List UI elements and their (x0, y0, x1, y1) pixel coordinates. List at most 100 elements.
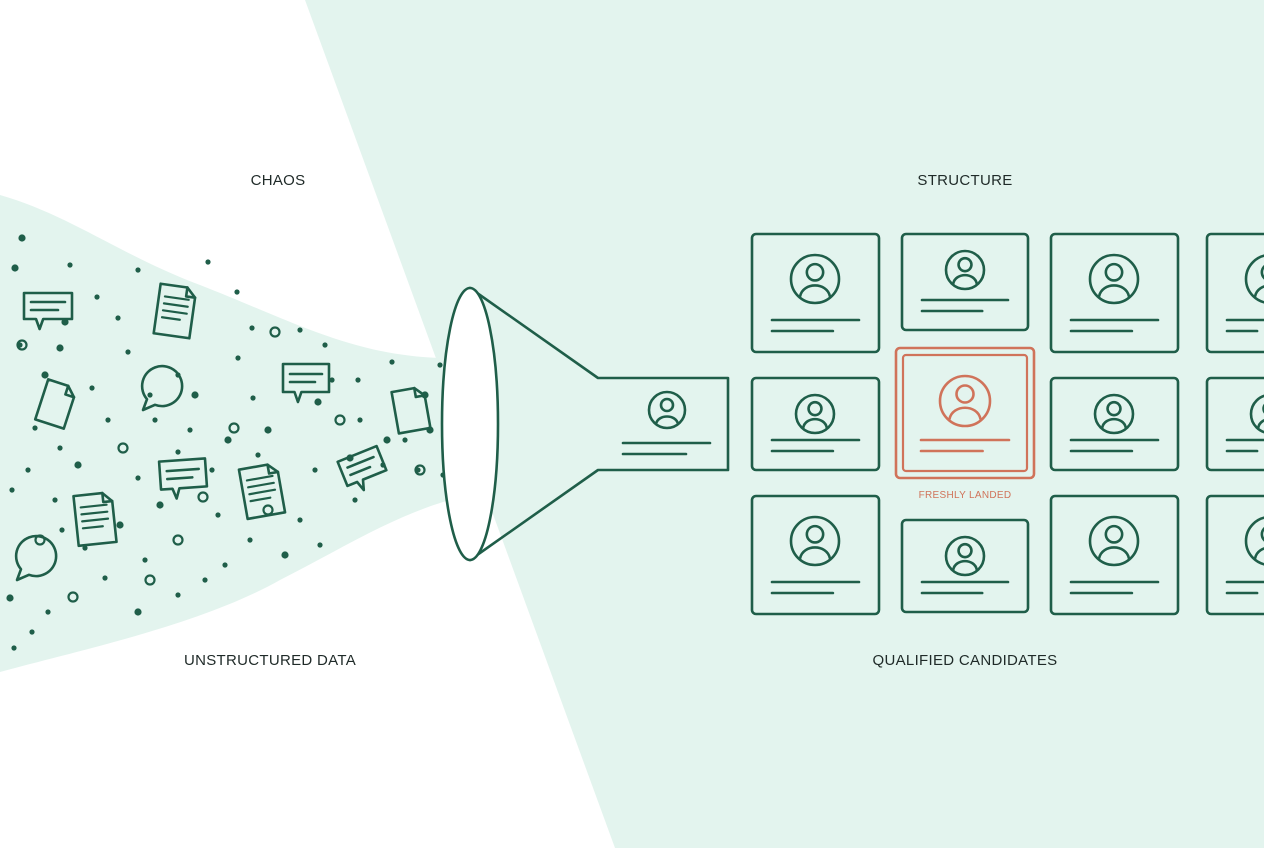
document-fold (184, 286, 197, 299)
data-dot (224, 436, 232, 444)
data-dot (215, 512, 221, 518)
card-frame (1205, 232, 1264, 354)
candidate-card (750, 232, 881, 354)
card-frame (750, 494, 881, 616)
avatar-head (1104, 262, 1124, 282)
data-dot (116, 521, 124, 529)
avatar-ring (1244, 516, 1264, 566)
avatar-head (1260, 264, 1264, 280)
candidate-grid (750, 232, 1264, 616)
data-ring (117, 442, 129, 454)
data-dot (281, 551, 289, 559)
data-dot (297, 327, 303, 333)
avatar-head (659, 397, 675, 413)
bubble-outline (281, 362, 331, 404)
avatar-ring (944, 535, 986, 577)
data-dot (202, 577, 208, 583)
structure-background (305, 0, 1264, 848)
speech-bubble-icon (336, 444, 388, 492)
data-dot (134, 608, 142, 616)
candidate-card (750, 494, 881, 616)
data-ring (334, 414, 346, 426)
avatar-head (805, 524, 825, 544)
data-ring (144, 574, 156, 586)
data-dot (125, 349, 131, 355)
avatar-ring (1244, 254, 1264, 304)
avatar-ring (1088, 253, 1140, 305)
bubble-outline (336, 444, 388, 492)
data-dot (18, 234, 26, 242)
freshly-landed-label: FRESHLY LANDED (919, 490, 1012, 501)
data-dot (29, 629, 35, 635)
document-fold (101, 491, 114, 504)
user-avatar-icon (1244, 254, 1264, 304)
document-line (161, 309, 188, 315)
avatar-head (1106, 400, 1122, 417)
data-dot (41, 371, 49, 379)
avatar-ring (938, 374, 992, 428)
candidate-card (750, 376, 881, 472)
data-dot (247, 537, 253, 543)
document-icon (390, 386, 432, 435)
user-avatar-icon (1088, 515, 1140, 567)
avatar-shoulders (801, 417, 829, 429)
user-avatar-icon (1088, 253, 1140, 305)
document-outline (33, 378, 76, 430)
data-dot (32, 425, 38, 431)
data-dot (105, 417, 111, 423)
data-dot (59, 527, 65, 533)
funnel-output-card (621, 390, 712, 456)
candidate-card (1205, 232, 1264, 354)
avatar-ring (794, 393, 836, 435)
data-dot (249, 325, 255, 331)
avatar-head (955, 384, 975, 404)
section-labels: CHAOS STRUCTURE UNSTRUCTURED DATA QUALIF… (184, 172, 1057, 669)
card-frame (900, 518, 1030, 614)
user-avatar-icon (1244, 516, 1264, 566)
bubble-outline (157, 457, 209, 500)
data-dot (250, 395, 256, 401)
avatar-shoulders (1253, 547, 1264, 560)
avatar-ring (1088, 515, 1140, 567)
data-dot (222, 562, 228, 568)
data-dot (135, 267, 141, 273)
chaos-label: CHAOS (251, 172, 306, 189)
qualified-candidates-label: QUALIFIED CANDIDATES (873, 652, 1058, 669)
avatar-shoulders (1100, 417, 1128, 429)
card-frame (1205, 494, 1264, 616)
avatar-shoulders (654, 415, 680, 426)
data-dot (57, 445, 63, 451)
avatar-head (1104, 524, 1124, 544)
bubble-line (166, 476, 194, 481)
data-dot (94, 294, 100, 300)
user-avatar-icon (789, 253, 841, 305)
avatar-ring (1093, 393, 1135, 435)
document-fold (266, 463, 280, 475)
data-dot (389, 359, 395, 365)
data-dot (9, 487, 15, 493)
data-dot (6, 594, 14, 602)
data-dot (11, 264, 19, 272)
data-dot (352, 497, 358, 503)
data-dot (322, 342, 328, 348)
document-line (81, 517, 110, 523)
unstructured-data-label: UNSTRUCTURED DATA (184, 652, 356, 669)
document-fold (412, 386, 426, 399)
avatar-shoulders (798, 546, 832, 560)
data-dot (25, 467, 31, 473)
document-line (80, 510, 109, 516)
data-dot (357, 417, 363, 423)
avatar-ring (944, 249, 986, 291)
data-dot (205, 259, 211, 265)
document-line (247, 481, 275, 489)
avatar-head (805, 262, 825, 282)
user-avatar-icon (1093, 393, 1135, 435)
funnel-mouth (440, 286, 500, 562)
data-ring (228, 422, 240, 434)
structure-label: STRUCTURE (917, 172, 1012, 189)
avatar-shoulders (1097, 546, 1131, 560)
data-dot (11, 645, 17, 651)
data-dot (82, 545, 88, 551)
avatar-head (957, 542, 973, 559)
